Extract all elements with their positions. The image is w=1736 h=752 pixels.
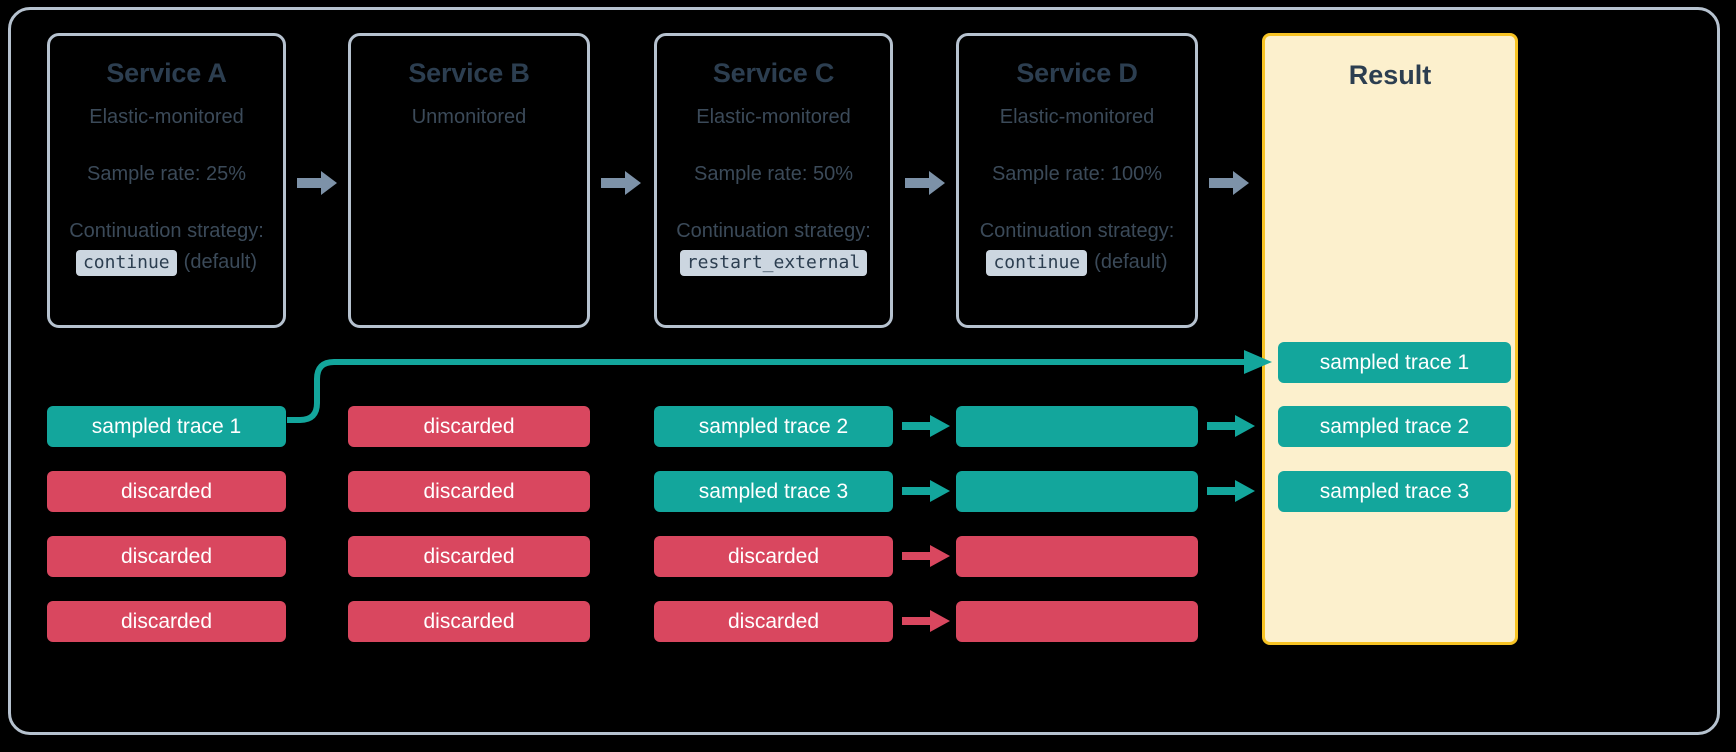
result-trace-3: sampled trace 3 (1278, 471, 1511, 512)
trace-box-c-3: discarded (654, 536, 893, 577)
service-card-c: Service C Elastic-monitored Sample rate:… (654, 33, 893, 328)
service-a-strategy-line: continue (default) (50, 249, 283, 276)
row-arrow-d1-to-result2-icon (1207, 414, 1255, 438)
result-trace-2: sampled trace 2 (1278, 406, 1511, 447)
trace-box-d-4 (956, 601, 1198, 642)
service-a-strategy-note: (default) (183, 251, 258, 274)
service-a-sample-rate: Sample rate: 25% (87, 163, 246, 186)
flow-arrow-a-to-b-icon (297, 170, 337, 196)
trace-box-c-4: discarded (654, 601, 893, 642)
trace-box-b-2: discarded (348, 471, 590, 512)
service-c-title: Service C (712, 58, 835, 88)
service-d-continuation-label: Continuation strategy: (979, 220, 1175, 243)
row-arrow-c2-to-d2-icon (902, 479, 950, 503)
service-card-b: Service B Unmonitored (348, 33, 590, 328)
result-panel: Result (1262, 33, 1518, 645)
service-card-d: Service D Elastic-monitored Sample rate:… (956, 33, 1198, 328)
service-d-strategy-code: continue (986, 249, 1088, 276)
service-c-continuation-label: Continuation strategy: (676, 220, 871, 243)
trace-box-d-3 (956, 536, 1198, 577)
trace-box-c-1: sampled trace 2 (654, 406, 893, 447)
service-card-a: Service A Elastic-monitored Sample rate:… (47, 33, 286, 328)
trace-box-b-3: discarded (348, 536, 590, 577)
flow-arrow-b-to-c-icon (601, 170, 641, 196)
service-b-title: Service B (408, 58, 530, 88)
service-c-strategy-line: restart_external (657, 249, 890, 276)
trace-box-b-4: discarded (348, 601, 590, 642)
trace-box-a-1: sampled trace 1 (47, 406, 286, 447)
service-d-title: Service D (1016, 58, 1138, 88)
service-c-sample-rate: Sample rate: 50% (694, 163, 853, 186)
row-arrow-c1-to-d1-icon (902, 414, 950, 438)
trace-box-b-1: discarded (348, 406, 590, 447)
service-d-strategy-line: continue (default) (959, 249, 1195, 276)
trace-box-a-4: discarded (47, 601, 286, 642)
service-c-strategy-code: restart_external (679, 249, 868, 276)
trace-box-a-3: discarded (47, 536, 286, 577)
row-arrow-c3-to-d3-icon (902, 544, 950, 568)
trace-box-c-2: sampled trace 3 (654, 471, 893, 512)
service-a-monitoring: Elastic-monitored (89, 106, 244, 129)
row-arrow-c4-to-d4-icon (902, 609, 950, 633)
service-d-strategy-note: (default) (1094, 251, 1168, 274)
trace-box-d-1 (956, 406, 1198, 447)
flow-arrow-c-to-d-icon (905, 170, 945, 196)
service-c-monitoring: Elastic-monitored (696, 106, 851, 129)
trace-box-a-2: discarded (47, 471, 286, 512)
trace-box-d-2 (956, 471, 1198, 512)
service-a-title: Service A (106, 58, 227, 88)
service-a-continuation-label: Continuation strategy: (69, 220, 264, 243)
service-b-monitoring: Unmonitored (411, 106, 527, 129)
row-arrow-d2-to-result3-icon (1207, 479, 1255, 503)
service-d-monitoring: Elastic-monitored (999, 106, 1155, 129)
result-trace-1: sampled trace 1 (1278, 342, 1511, 383)
flow-arrow-d-to-result-icon (1209, 170, 1249, 196)
service-a-strategy-code: continue (75, 249, 177, 276)
service-d-sample-rate: Sample rate: 100% (991, 163, 1163, 186)
result-title: Result (1348, 60, 1432, 90)
